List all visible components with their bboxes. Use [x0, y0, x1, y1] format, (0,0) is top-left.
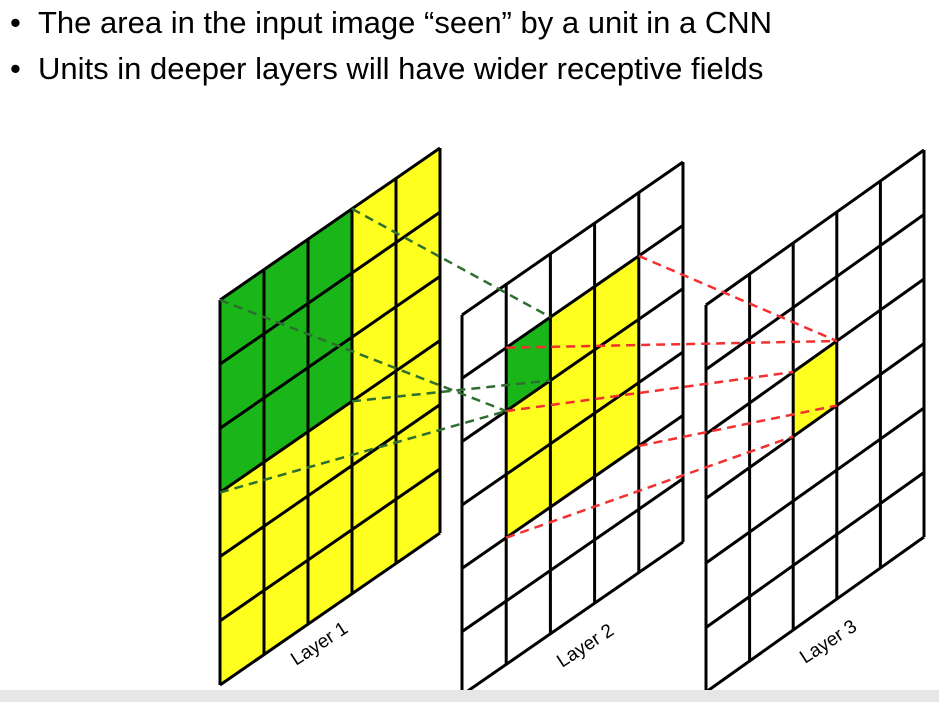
grid-line [219, 339, 441, 494]
grid-line [461, 287, 684, 443]
grid-line [705, 471, 925, 629]
grid-line [705, 213, 925, 371]
grid-line [705, 406, 925, 565]
connector-line [219, 409, 507, 494]
layer-1-grid [218, 146, 442, 687]
grid-line [461, 414, 684, 570]
footer-bar [0, 690, 939, 702]
grid-line [219, 403, 441, 558]
grid-line [705, 277, 925, 436]
connector-line [506, 339, 837, 349]
layer-2-grid [460, 160, 685, 697]
layer-3-grid [704, 148, 926, 694]
grid-line [219, 275, 441, 430]
connector-lines [219, 207, 838, 539]
grid-line [461, 160, 684, 317]
grid-line [461, 350, 684, 507]
connector-line [638, 254, 838, 343]
connector-line [506, 370, 794, 413]
grid-line [461, 224, 684, 380]
grid-line [219, 210, 441, 366]
grid-line [705, 342, 925, 500]
connector-line [505, 435, 794, 539]
grid-line [219, 467, 441, 623]
grid-line [705, 535, 925, 694]
grid-line [461, 540, 684, 697]
grid-line [461, 477, 684, 633]
connector-line [351, 207, 551, 319]
connector-line [351, 379, 551, 403]
bullet-item-2: Units in deeper layers will have wider r… [8, 46, 772, 92]
bullet-item-1: The area in the input image “seen” by a … [8, 0, 772, 46]
bullet-list: The area in the input image “seen” by a … [8, 0, 772, 92]
connector-line [219, 298, 507, 413]
layer-3-label: Layer 3 [796, 616, 861, 668]
grid-line [219, 531, 441, 687]
connector-line [638, 404, 838, 448]
grid-line [219, 146, 441, 302]
layer-2-label: Layer 2 [553, 620, 618, 672]
grid-line [705, 148, 925, 307]
